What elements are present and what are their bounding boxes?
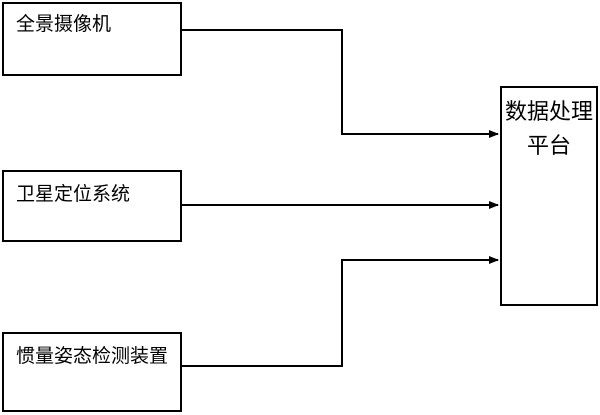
panoramic-camera-label: 全景摄像机 bbox=[16, 13, 112, 35]
data-processing-platform-box: 数据处理平台 bbox=[500, 86, 598, 306]
data-processing-platform-label: 数据处理平台 bbox=[504, 100, 593, 159]
arrow-camera-to-platform bbox=[182, 29, 499, 138]
arrow-inertial-to-platform bbox=[182, 256, 499, 367]
satellite-positioning-label: 卫星定位系统 bbox=[16, 183, 131, 205]
panoramic-camera-box: 全景摄像机 bbox=[2, 2, 182, 76]
satellite-positioning-box: 卫星定位系统 bbox=[2, 170, 182, 242]
inertial-attitude-label: 惯量姿态检测装置 bbox=[16, 345, 169, 367]
inertial-attitude-box: 惯量姿态检测装置 bbox=[2, 332, 182, 412]
